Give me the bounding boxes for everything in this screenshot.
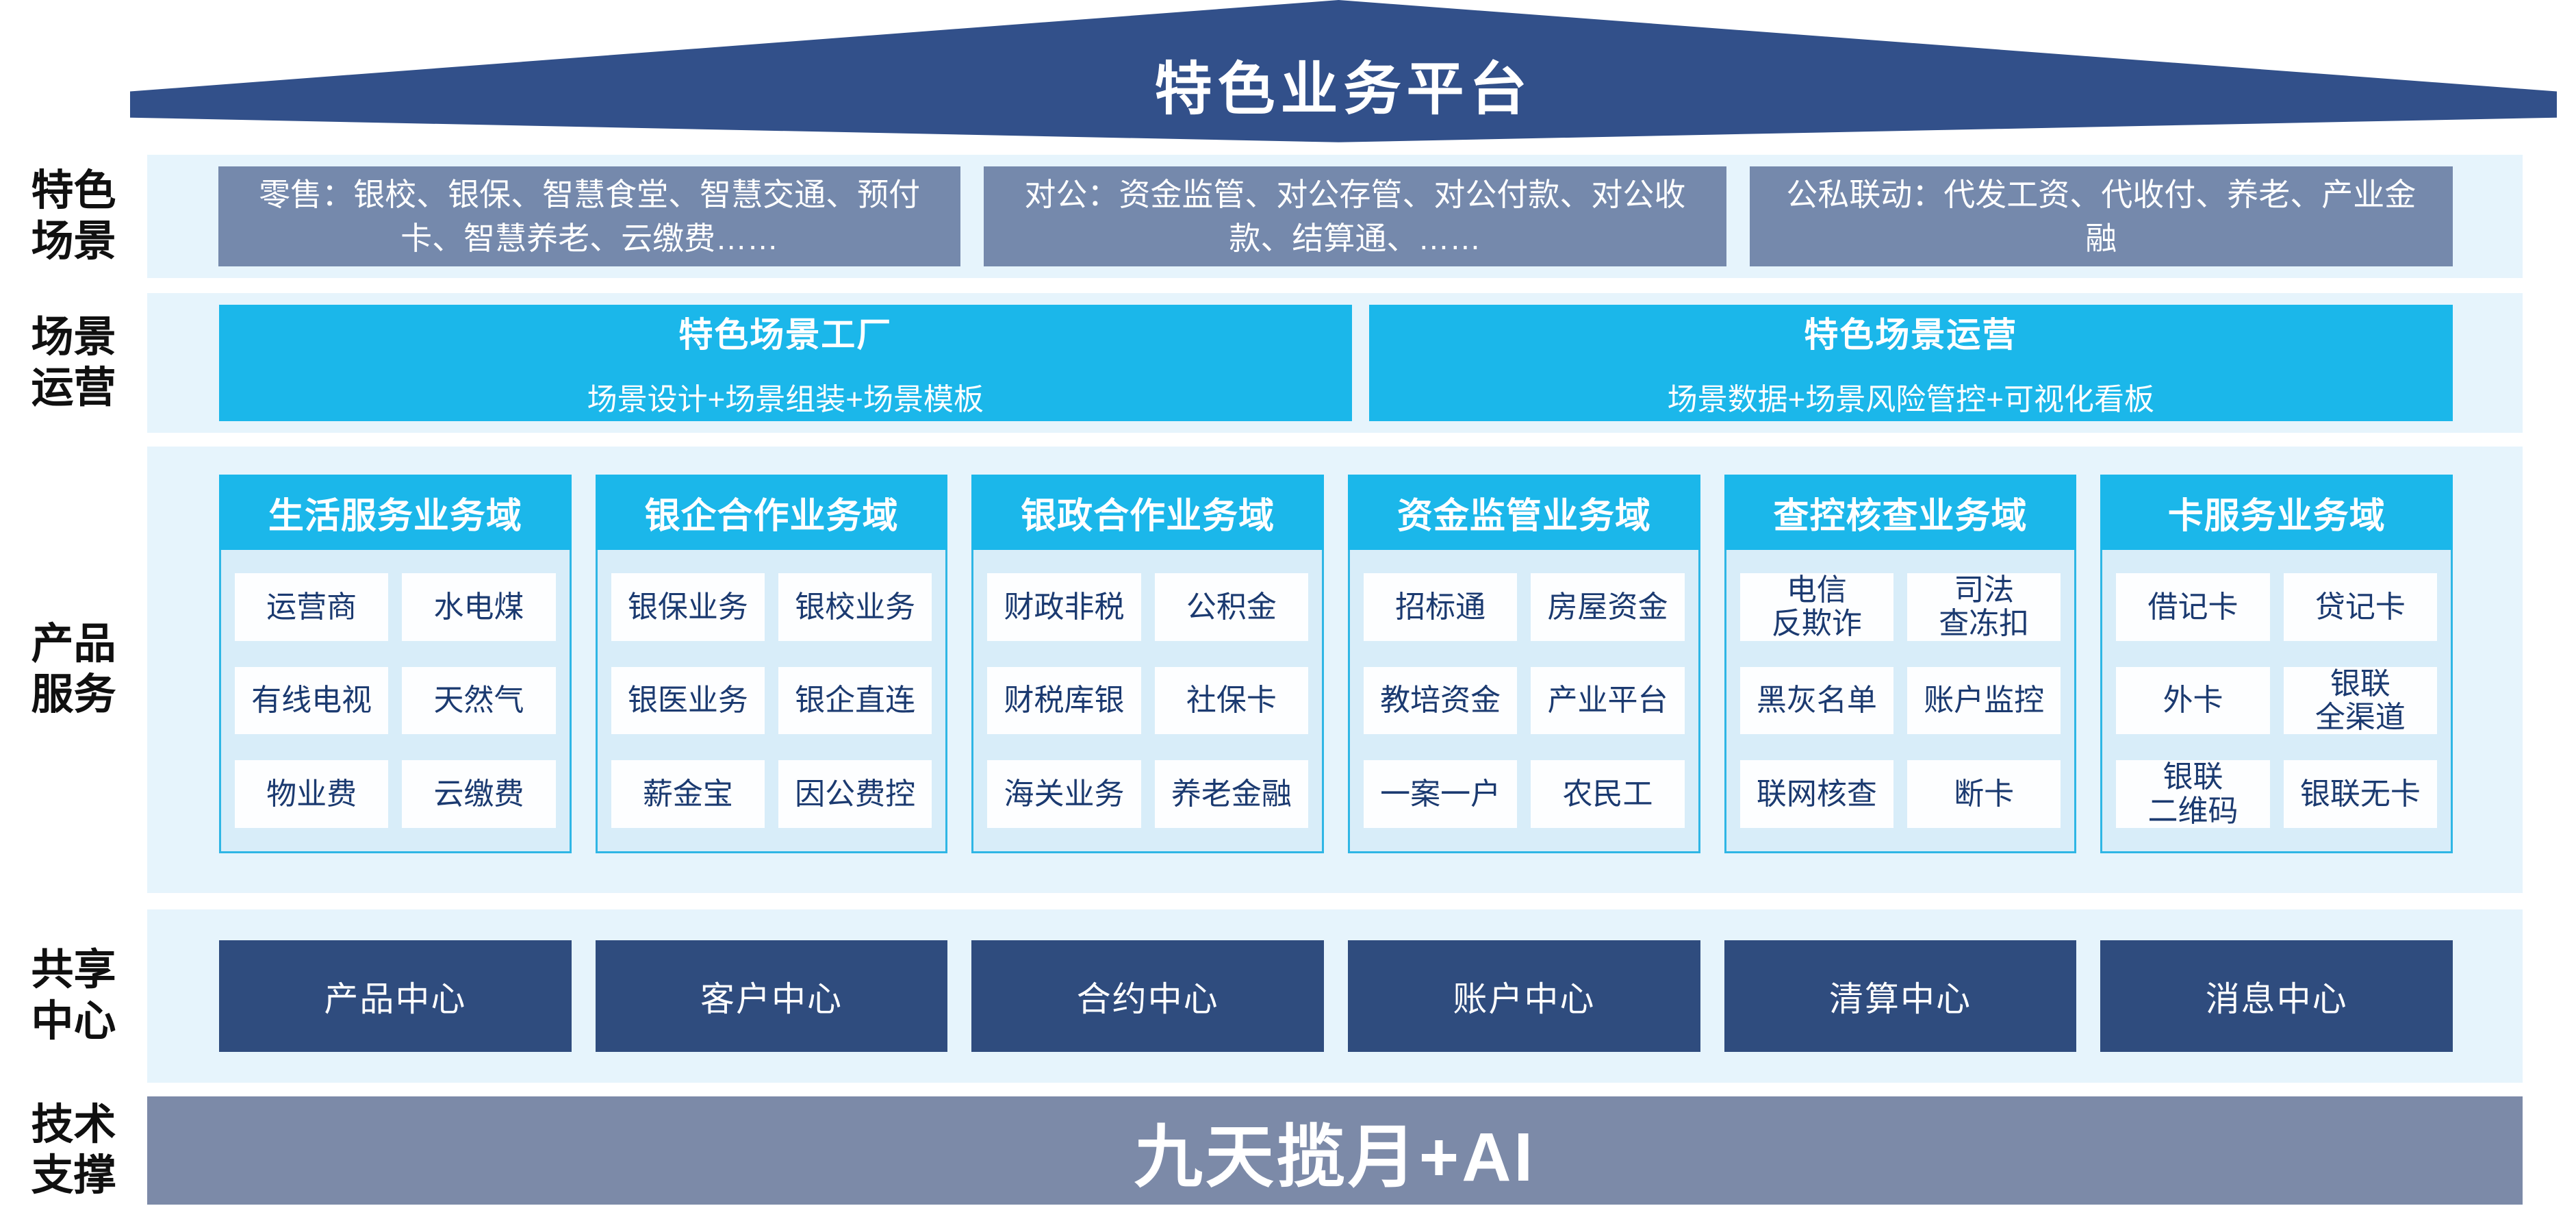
domain-body: 招标通 房屋资金 教培资金 产业平台 一案一户 农民工	[1348, 550, 1700, 853]
scene-operation-title: 特色场景运营	[1804, 316, 2018, 354]
domain-item: 社保卡	[1154, 666, 1309, 735]
domain-item: 借记卡	[2116, 573, 2270, 641]
domain-item: 因公费控	[778, 760, 932, 828]
tech-support-bar: 九天揽月+AI	[147, 1096, 2523, 1205]
domain-body: 借记卡 贷记卡 外卡 银联 全渠道 银联 二维码 银联无卡	[2100, 550, 2453, 853]
scene-row: 零售：银校、银保、智慧食堂、智慧交通、预付卡、智慧养老、云缴费…… 对公：资金监…	[147, 155, 2523, 278]
domain-item: 银保业务	[611, 573, 765, 641]
domain-item: 外卡	[2116, 666, 2270, 735]
row-label-scene: 特色场景	[31, 166, 116, 265]
row-label-products: 产品服务	[31, 620, 116, 718]
row-label-operation: 场景运营	[31, 313, 116, 412]
domain-item: 薪金宝	[611, 760, 765, 828]
row-label-shared: 共享中心	[31, 946, 116, 1045]
domain-item: 贷记卡	[2283, 573, 2438, 641]
domain-item: 农民工	[1531, 760, 1685, 828]
domain-item: 银校业务	[778, 573, 932, 641]
scene-factory-card: 特色场景工厂 场景设计+场景组装+场景模板	[219, 305, 1352, 421]
operation-row: 特色场景工厂 场景设计+场景组装+场景模板 特色场景运营 场景数据+场景风险管控…	[147, 293, 2523, 433]
scene-factory-title: 特色场景工厂	[678, 316, 893, 354]
domain-body: 运营商 水电煤 有线电视 天然气 物业费 云缴费	[219, 550, 572, 853]
products-row: 生活服务业务域 运营商 水电煤 有线电视 天然气 物业费 云缴费 银企合作业务域…	[147, 447, 2523, 893]
center-contract: 合约中心	[971, 940, 1325, 1052]
domain-item: 运营商	[235, 573, 389, 641]
domain-item: 账户监控	[1907, 666, 2061, 735]
platform-title: 特色业务平台	[1154, 56, 1533, 121]
shared-centers-row: 产品中心 客户中心 合约中心 账户中心 清算中心 消息中心	[147, 909, 2523, 1083]
scene-operation-subtitle: 场景数据+场景风险管控+可视化看板	[1667, 383, 2154, 416]
domain-item: 联网核查	[1739, 760, 1894, 828]
domain-item: 电信 反欺诈	[1739, 573, 1894, 641]
domain-header: 资金监管业务域	[1348, 475, 1700, 550]
domain-item: 教培资金	[1364, 666, 1518, 735]
domain-bank-enterprise: 银企合作业务域 银保业务 银校业务 银医业务 银企直连 薪金宝 因公费控	[595, 475, 948, 853]
domain-life-services: 生活服务业务域 运营商 水电煤 有线电视 天然气 物业费 云缴费	[219, 475, 572, 853]
domain-item: 财税库银	[987, 666, 1141, 735]
domain-item: 有线电视	[235, 666, 389, 735]
domain-item: 银联 全渠道	[2283, 666, 2438, 735]
domain-item: 天然气	[402, 666, 556, 735]
domain-item: 水电煤	[402, 573, 556, 641]
center-product: 产品中心	[219, 940, 572, 1052]
domain-bank-government: 银政合作业务域 财政非税 公积金 财税库银 社保卡 海关业务 养老金融	[971, 475, 1325, 853]
domain-body: 银保业务 银校业务 银医业务 银企直连 薪金宝 因公费控	[595, 550, 948, 853]
domain-inspection-verification: 查控核查业务域 电信 反欺诈 司法 查冻扣 黑灰名单 账户监控 联网核查 断卡	[1724, 475, 2077, 853]
scene-operation-card: 特色场景运营 场景数据+场景风险管控+可视化看板	[1368, 305, 2453, 421]
domain-body: 电信 反欺诈 司法 查冻扣 黑灰名单 账户监控 联网核查 断卡	[1724, 550, 2077, 853]
roof-banner: 特色业务平台	[130, 0, 2557, 142]
scene-box-public-private: 公私联动：代发工资、代收付、养老、产业金融	[1749, 166, 2453, 266]
row-label-tech: 技术支撑	[31, 1101, 116, 1199]
domain-card-services: 卡服务业务域 借记卡 贷记卡 外卡 银联 全渠道 银联 二维码 银联无卡	[2100, 475, 2453, 853]
domain-header: 查控核查业务域	[1724, 475, 2077, 550]
domain-header: 银企合作业务域	[595, 475, 948, 550]
domain-item: 产业平台	[1531, 666, 1685, 735]
center-message: 消息中心	[2100, 940, 2453, 1052]
domain-item: 公积金	[1154, 573, 1309, 641]
domain-item: 银医业务	[611, 666, 765, 735]
domain-header: 银政合作业务域	[971, 475, 1325, 550]
domain-item: 海关业务	[987, 760, 1141, 828]
domain-item: 一案一户	[1364, 760, 1518, 828]
domain-item: 银联 二维码	[2116, 760, 2270, 828]
scene-factory-subtitle: 场景设计+场景组装+场景模板	[587, 383, 984, 416]
scene-box-corporate: 对公：资金监管、对公存管、对公付款、对公收款、结算通、……	[984, 166, 1726, 266]
domain-fund-supervision: 资金监管业务域 招标通 房屋资金 教培资金 产业平台 一案一户 农民工	[1348, 475, 1700, 853]
center-customer: 客户中心	[595, 940, 948, 1052]
domain-header: 生活服务业务域	[219, 475, 572, 550]
domain-item: 断卡	[1907, 760, 2061, 828]
center-clearing: 清算中心	[1724, 940, 2077, 1052]
domain-item: 银企直连	[778, 666, 932, 735]
domain-body: 财政非税 公积金 财税库银 社保卡 海关业务 养老金融	[971, 550, 1325, 853]
domain-item: 房屋资金	[1531, 573, 1685, 641]
scene-box-retail: 零售：银校、银保、智慧食堂、智慧交通、预付卡、智慧养老、云缴费……	[218, 166, 961, 266]
tech-support-text: 九天揽月+AI	[1134, 1118, 1536, 1196]
domain-item: 云缴费	[402, 760, 556, 828]
center-account: 账户中心	[1348, 940, 1700, 1052]
domain-item: 养老金融	[1154, 760, 1309, 828]
domain-item: 司法 查冻扣	[1907, 573, 2061, 641]
domain-item: 物业费	[235, 760, 389, 828]
domain-item: 银联无卡	[2283, 760, 2438, 828]
domain-header: 卡服务业务域	[2100, 475, 2453, 550]
domain-item: 黑灰名单	[1739, 666, 1894, 735]
domain-item: 财政非税	[987, 573, 1141, 641]
domain-item: 招标通	[1364, 573, 1518, 641]
